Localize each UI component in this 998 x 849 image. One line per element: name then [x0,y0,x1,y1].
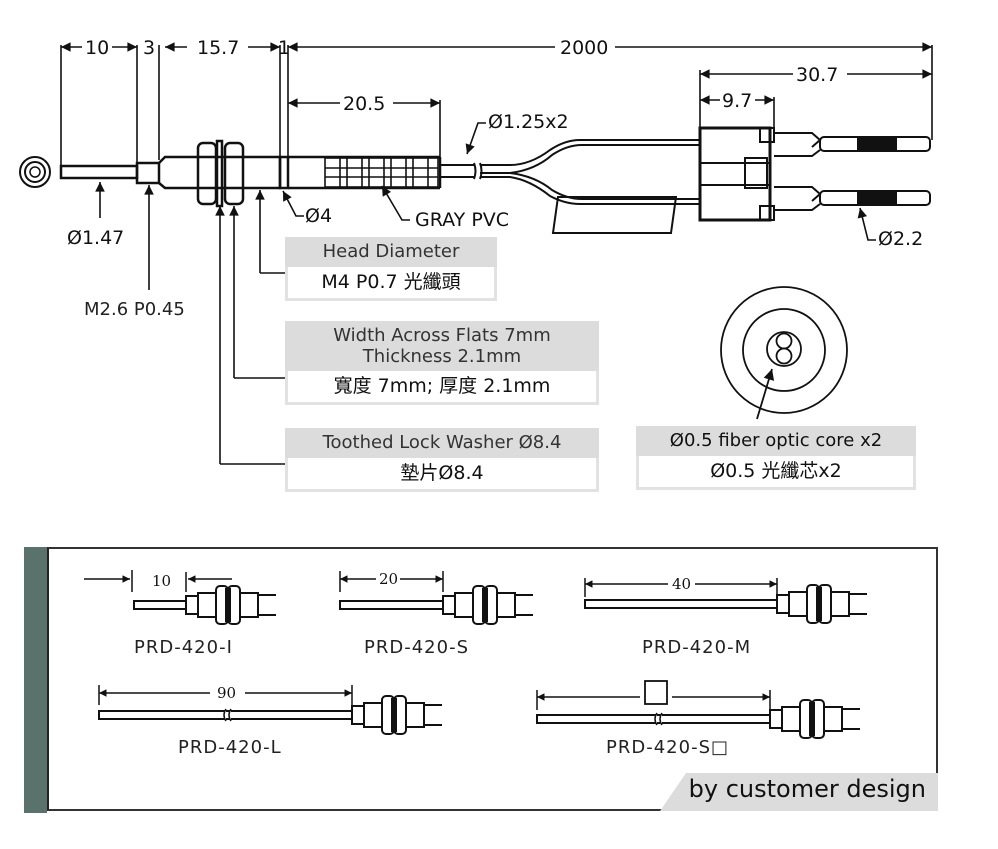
dim-plug-diameter: Ø2.2 [878,228,923,250]
callout-nut-title-2: Thickness 2.1mm [362,346,522,367]
dim-3: 3 [143,37,155,59]
dim-tip-diameter: Ø1.47 [67,227,124,249]
panel-side-bar [24,547,47,813]
callout-head-value: M4 P0.7 光纖頭 [285,267,497,301]
fiber-cable [440,139,700,234]
dim-fiber-diameter: Ø1.25x2 [488,111,569,133]
callout-washer: Toothed Lock Washer Ø8.4 墊片Ø8.4 [285,428,599,492]
customer-design-note: by customer design [660,773,938,811]
dim-20-5: 20.5 [343,93,385,115]
dim-10: 10 [85,37,109,59]
duplex-connector [698,126,931,222]
callout-core: Ø0.5 fiber optic core x2 Ø0.5 光纖芯x2 [636,426,916,490]
callout-core-value: Ø0.5 光纖芯x2 [636,456,916,490]
customer-design-text: by customer design [688,775,926,803]
callout-nut-value: 寬度 7mm; 厚度 2.1mm [285,371,599,405]
main-drawing: 10 3 15.7 1 2000 20.5 30.7 9.7 Ø1.25x2 Ø… [19,37,933,465]
cross-section-icon [720,286,848,420]
callout-washer-title: Toothed Lock Washer Ø8.4 [285,428,599,458]
dim-30-7: 30.7 [796,64,838,86]
callout-head-title: Head Diameter [285,237,497,267]
dim-9-7: 9.7 [722,90,752,112]
callout-head-diameter: Head Diameter M4 P0.7 光纖頭 [285,237,497,301]
end-view-icon [19,156,51,188]
callout-washer-value: 墊片Ø8.4 [285,458,599,492]
callout-core-title: Ø0.5 fiber optic core x2 [636,426,916,456]
variants-panel [47,547,938,811]
dim-thread-small: M2.6 P0.45 [84,299,185,320]
dim-15-7: 15.7 [197,37,239,59]
probe-body [59,139,442,208]
dimension-lines [60,42,933,465]
label-gray-pvc: GRAY PVC [415,209,509,231]
dim-head-diameter: Ø4 [305,205,332,227]
callout-nut: Width Across Flats 7mm Thickness 2.1mm 寬… [285,321,599,405]
dim-1: 1 [278,37,290,59]
dim-2000: 2000 [560,37,608,59]
callout-nut-title-1: Width Across Flats 7mm [333,325,551,346]
